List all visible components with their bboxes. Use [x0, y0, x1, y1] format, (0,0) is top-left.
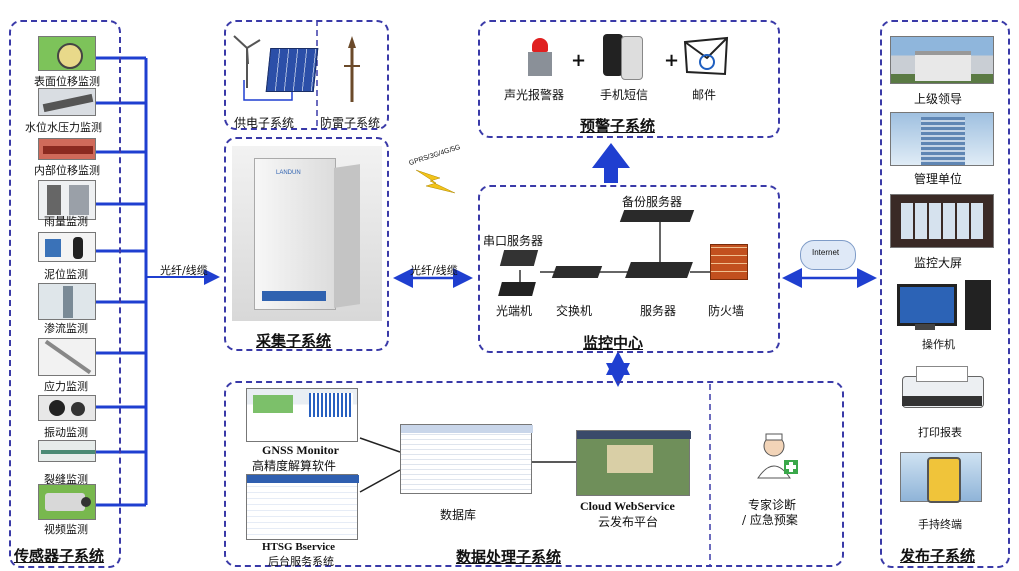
publish-subsystem-title: 发布子系统 [900, 547, 976, 565]
internal-displacement-sensor-icon [38, 138, 96, 160]
collection-subsystem-frame [224, 137, 389, 351]
switch-label: 交换机 [556, 304, 593, 318]
backup-server-icon [619, 210, 695, 222]
warning-plus-2: + [664, 50, 680, 71]
solar-panel-icon [265, 48, 319, 92]
alarm-beacon-icon [528, 38, 552, 78]
publish-item-0: 上级领导 [914, 92, 963, 106]
serial-server-icon [499, 250, 539, 266]
processing-subsystem-frame [224, 381, 844, 567]
lightning-rod-icon [340, 36, 364, 106]
processing-subsystem-title: 数据处理子系统 [456, 548, 562, 566]
power-subsystem-frame [224, 20, 389, 130]
publish-item-1: 管理单位 [914, 172, 963, 186]
warning-subsystem-frame [478, 20, 780, 138]
collection-device-brand: LANDUN [276, 170, 301, 176]
htsg-bservice-screenshot [246, 474, 359, 540]
cloud-label-cn: 云发布平台 [598, 515, 659, 529]
database-screenshot [400, 424, 533, 494]
cloud-webservice-screenshot [576, 430, 691, 496]
handheld-terminal-photo [900, 452, 982, 503]
gnss-label-cn: 高精度解算软件 [252, 459, 337, 473]
sensor-label-2: 内部位移监测 [34, 164, 100, 177]
network-switch-icon [551, 266, 603, 278]
lightning-protection-label: 防雷子系统 [320, 116, 381, 130]
sensor-label-3: 雨量监测 [44, 215, 88, 228]
warning-subsystem-title: 预警子系统 [580, 117, 656, 135]
optical-transceiver-icon [498, 282, 536, 296]
publish-subsystem-frame [880, 20, 1010, 568]
seepage-sensor-icon [38, 283, 96, 320]
link-label-mid: 光纤/线缆 [410, 264, 458, 277]
cloud-label-en: Cloud WebService [580, 499, 675, 513]
data-acquisition-cabinet-icon: LANDUN [232, 146, 382, 321]
firewall-icon [710, 244, 748, 280]
publish-item-2: 监控大屏 [914, 256, 963, 270]
power-supply-label: 供电子系统 [234, 116, 295, 130]
publish-item-4: 打印报表 [918, 426, 962, 439]
serial-server-label: 串口服务器 [483, 234, 544, 248]
publish-item-3: 操作机 [922, 338, 955, 351]
gnss-monitor-screenshot [246, 388, 358, 442]
warning-item-1: 手机短信 [600, 88, 649, 102]
database-label: 数据库 [440, 508, 477, 522]
sensor-label-8: 裂缝监测 [44, 473, 88, 486]
htsg-label-en: HTSG Bservice [262, 541, 336, 553]
sensor-label-1: 水位水压力监测 [25, 121, 102, 134]
gnss-label-en: GNSS Monitor [262, 443, 340, 457]
operator-computer-icon [895, 280, 995, 332]
warning-plus-1: + [571, 50, 587, 71]
mobile-phone-icon [603, 34, 643, 80]
sensor-label-9: 视频监测 [44, 523, 88, 536]
stress-sensor-icon [38, 338, 96, 376]
management-unit-photo [890, 112, 994, 166]
mud-level-sensor-icon [38, 232, 96, 262]
monitor-center-title: 监控中心 [583, 334, 644, 352]
backup-server-label: 备份服务器 [622, 195, 683, 209]
publish-item-5: 手持终端 [918, 518, 962, 531]
htsg-label-cn: 后台服务系统 [268, 555, 334, 568]
expert-label-1: 专家诊断 [748, 498, 797, 512]
sensor-subsystem-title: 传感器子系统 [14, 547, 105, 565]
printer-icon [902, 366, 984, 410]
optical-label: 光端机 [496, 304, 533, 318]
sensor-label-5: 渗流监测 [44, 322, 88, 335]
sensor-subsystem-frame [9, 20, 121, 568]
sensor-label-6: 应力监测 [44, 380, 88, 393]
monitor-center-frame [478, 185, 780, 353]
email-envelope-icon [683, 36, 729, 76]
server-label: 服务器 [640, 304, 677, 318]
sensor-label-7: 振动监测 [44, 426, 88, 439]
internet-label: Internet [812, 248, 840, 257]
surface-displacement-sensor-icon [38, 36, 96, 71]
server-icon [625, 262, 693, 278]
sensor-label-0: 表面位移监测 [34, 75, 100, 88]
warning-item-0: 声光报警器 [504, 88, 565, 102]
water-pressure-sensor-icon [38, 88, 96, 116]
video-camera-icon [38, 484, 96, 520]
superior-leader-photo [890, 36, 994, 84]
internet-cloud-icon [800, 240, 856, 270]
sensor-label-4: 泥位监测 [44, 268, 88, 281]
collection-subsystem-title: 采集子系统 [256, 332, 332, 350]
link-label-left: 光纤/线缆 [160, 264, 208, 277]
expert-label-2: / 应急预案 [742, 513, 798, 527]
monitor-wall-photo [890, 194, 994, 248]
wind-turbine-icon [232, 30, 262, 90]
vibration-sensor-icon [38, 395, 96, 421]
firewall-label: 防火墙 [708, 304, 745, 318]
crack-sensor-icon [38, 440, 96, 462]
rain-gauge-icon [38, 180, 96, 220]
warning-item-2: 邮件 [692, 88, 717, 102]
expert-doctor-icon [752, 430, 802, 480]
